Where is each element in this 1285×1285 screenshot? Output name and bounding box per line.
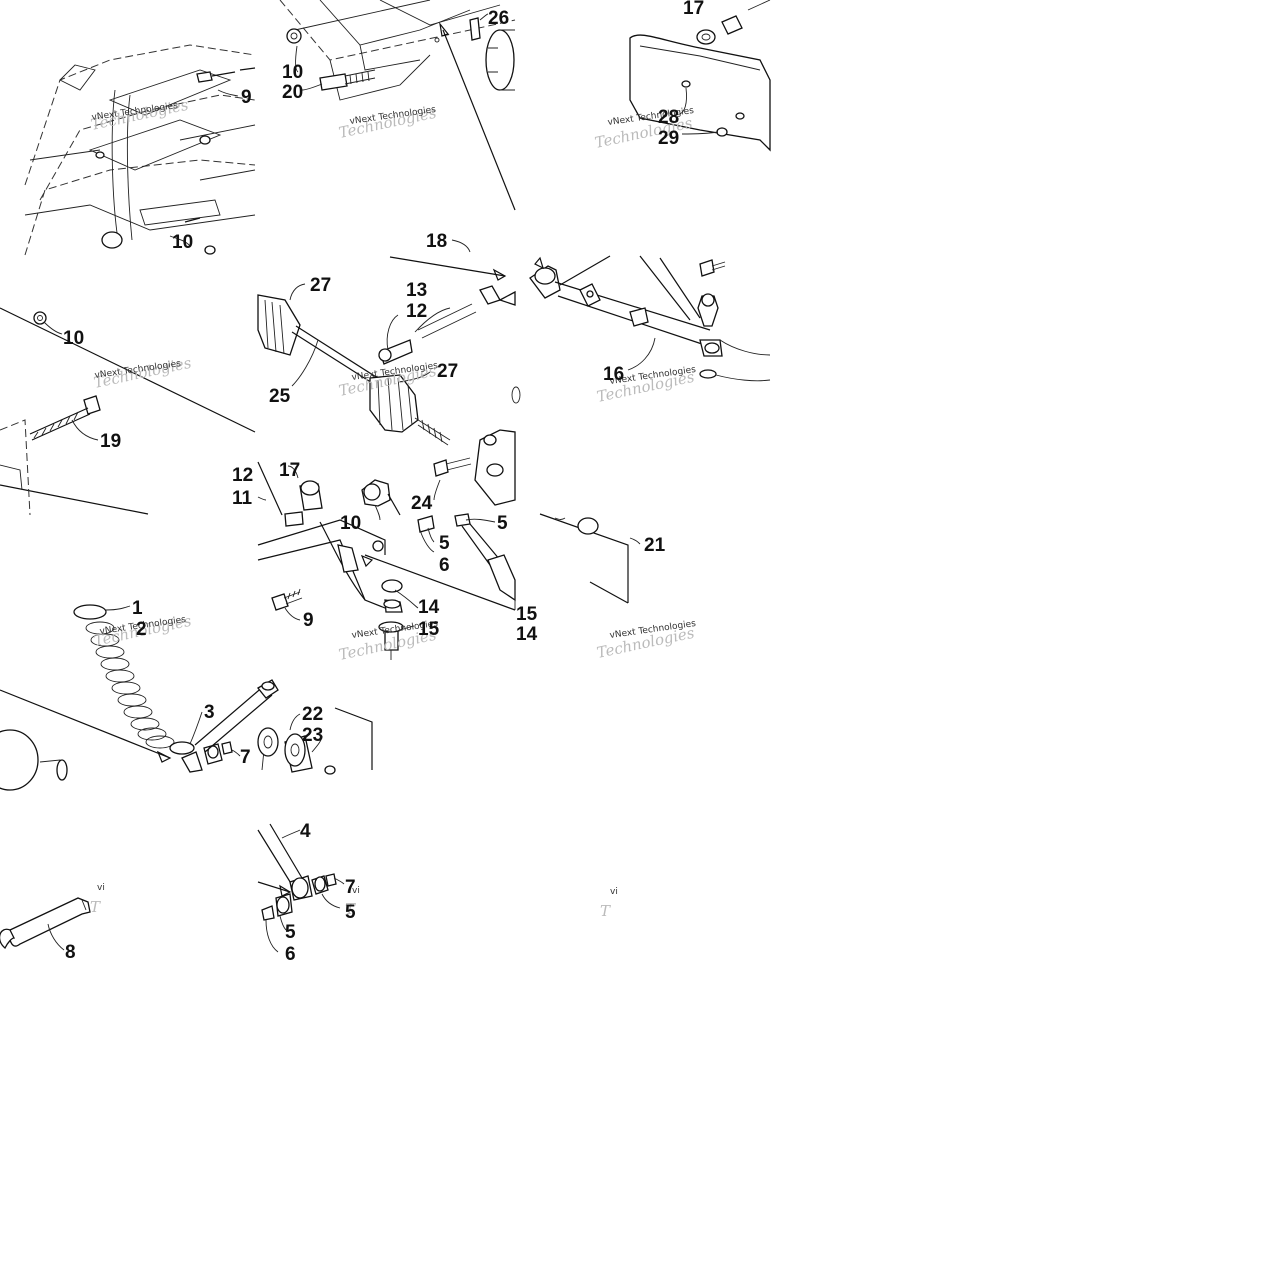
callout-23: 23 xyxy=(302,725,323,746)
callout-3: 3 xyxy=(204,702,215,723)
callout-6: 6 xyxy=(285,944,296,965)
spanner-wrench xyxy=(0,897,91,951)
callout-17: 17 xyxy=(683,0,704,19)
watermark-fragment: vi xyxy=(352,886,360,896)
callout-14: 14 xyxy=(418,597,440,618)
callout-9: 9 xyxy=(241,87,252,108)
callout-5: 5 xyxy=(345,902,356,923)
callout-7: 7 xyxy=(345,877,356,898)
callout-2: 2 xyxy=(136,619,147,640)
callout-16: 16 xyxy=(603,364,624,385)
lower-shock-mount xyxy=(257,823,345,953)
callout-10: 10 xyxy=(172,232,193,253)
callout-12: 12 xyxy=(232,465,253,486)
callout-5: 5 xyxy=(497,513,508,534)
svg-text:T: T xyxy=(90,898,101,916)
callout-22: 22 xyxy=(302,704,323,725)
drive-axle-assembly xyxy=(257,239,521,506)
callout-18: 18 xyxy=(426,231,447,252)
watermark-fragment: vi xyxy=(97,883,105,893)
skid-plate xyxy=(629,0,771,152)
callout-21: 21 xyxy=(644,535,666,556)
callout-9: 9 xyxy=(303,610,314,631)
callout-5: 5 xyxy=(439,533,450,554)
callout-20: 20 xyxy=(282,82,303,103)
svg-text:T: T xyxy=(345,900,356,918)
callout-5: 5 xyxy=(285,922,296,943)
coil-spring xyxy=(85,621,175,749)
callout-27: 27 xyxy=(437,361,458,382)
lower-a-arm xyxy=(257,461,516,660)
callout-7: 7 xyxy=(240,747,251,768)
callout-4: 4 xyxy=(300,821,311,842)
svg-text:T: T xyxy=(600,902,611,920)
callout-labels: 9 10 10 20 26 17 28 29 18 10 27 13 12 27… xyxy=(63,0,704,965)
bushing-set xyxy=(257,707,373,775)
callout-8: 8 xyxy=(65,942,76,963)
callout-6: 6 xyxy=(439,555,450,576)
callout-15: 15 xyxy=(418,619,440,640)
callout-28: 28 xyxy=(658,107,679,128)
callout-13: 13 xyxy=(406,280,427,301)
long-bolt-section xyxy=(0,307,256,516)
callout-27: 27 xyxy=(310,275,331,296)
upper-bracket-assembly xyxy=(279,0,516,211)
callout-10: 10 xyxy=(340,513,361,534)
callout-29: 29 xyxy=(658,128,679,149)
callout-12: 12 xyxy=(406,301,427,322)
callout-10: 10 xyxy=(282,62,303,83)
callout-14: 14 xyxy=(516,624,538,645)
callout-10: 10 xyxy=(63,328,84,349)
upper-a-arm xyxy=(529,255,771,382)
bumper-bracket xyxy=(539,513,641,604)
callout-25: 25 xyxy=(269,386,291,407)
watermarks: Technologies vNext Technologies Technolo… xyxy=(89,96,697,920)
callout-19: 19 xyxy=(100,431,121,452)
callout-24: 24 xyxy=(411,493,433,514)
frame-assembly xyxy=(24,44,256,256)
callout-1: 1 xyxy=(132,598,143,619)
callout-15: 15 xyxy=(516,604,538,625)
callout-17: 17 xyxy=(279,460,300,481)
callout-11: 11 xyxy=(232,488,253,509)
watermark-fragment: vi xyxy=(610,887,618,897)
callout-26: 26 xyxy=(488,8,509,29)
